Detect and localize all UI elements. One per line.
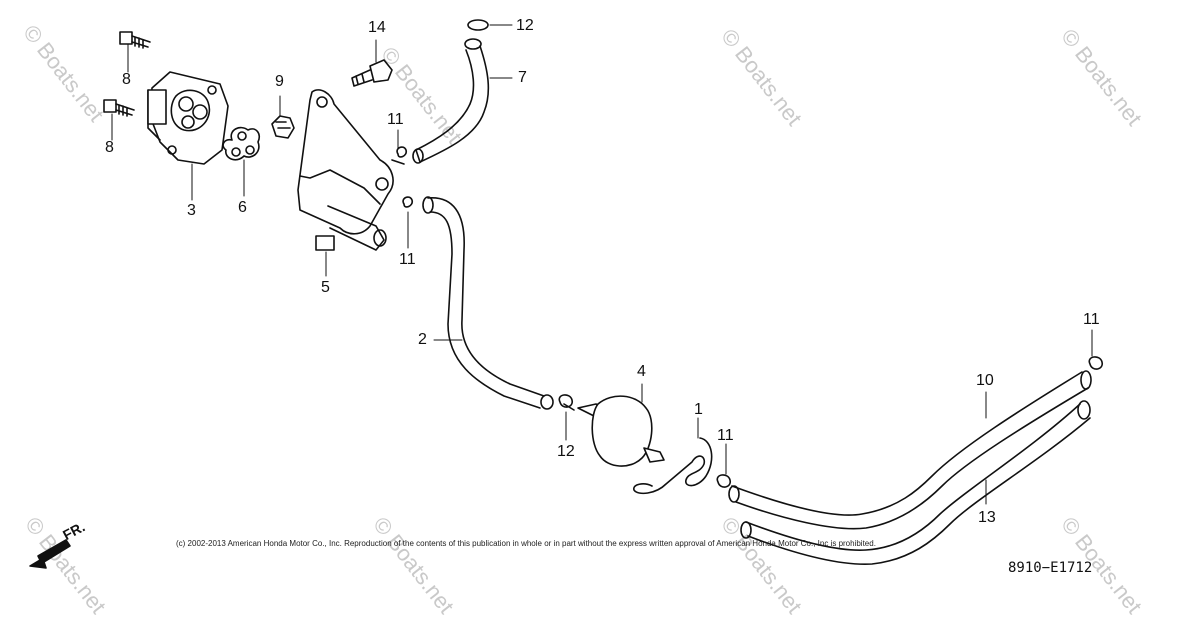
callout-11: 11 — [717, 427, 734, 444]
callout-6: 6 — [238, 199, 247, 216]
figure-code: 8910−E1712 — [1008, 560, 1093, 576]
callout-12: 12 — [557, 443, 575, 460]
callout-2: 2 — [418, 331, 427, 348]
hose-2 — [422, 196, 554, 410]
front-arrow — [29, 539, 71, 569]
clip-11 — [391, 146, 408, 165]
callout-13: 13 — [978, 509, 996, 526]
bolt-8-lower — [103, 99, 135, 117]
clip-11 — [1088, 356, 1103, 370]
copyright-notice: (c) 2002-2013 American Honda Motor Co., … — [176, 539, 876, 548]
ring-12-upper — [467, 19, 489, 31]
callout-1: 1 — [694, 401, 703, 418]
callout-8: 8 — [105, 139, 114, 156]
callout-11: 11 — [1083, 311, 1100, 328]
fuel-pump-3 — [147, 71, 229, 165]
clip-11 — [402, 196, 414, 208]
callout-7: 7 — [518, 69, 527, 86]
callout-5: 5 — [321, 279, 330, 296]
bracket-5 — [297, 89, 394, 251]
callout-4: 4 — [637, 363, 646, 380]
callout-9: 9 — [275, 73, 284, 90]
clip-12 — [558, 394, 575, 411]
nut-9 — [271, 115, 295, 139]
hose-13 — [740, 400, 1091, 565]
callout-11: 11 — [387, 111, 404, 128]
parts-diagram — [29, 19, 1103, 569]
callout-8: 8 — [122, 71, 131, 88]
callout-10: 10 — [976, 372, 994, 389]
gasket-6 — [222, 126, 261, 161]
fuel-filter-4 — [577, 395, 665, 467]
callout-11: 11 — [399, 251, 416, 268]
clip-11 — [716, 474, 731, 488]
hose-10 — [728, 370, 1092, 530]
callout-12: 12 — [516, 17, 534, 34]
hose-7 — [412, 38, 490, 164]
callout-3: 3 — [187, 202, 196, 219]
bolt-8-upper — [119, 31, 151, 49]
callout-14: 14 — [368, 19, 386, 36]
wire-clip-1 — [633, 437, 713, 495]
bolt-14 — [351, 59, 393, 87]
